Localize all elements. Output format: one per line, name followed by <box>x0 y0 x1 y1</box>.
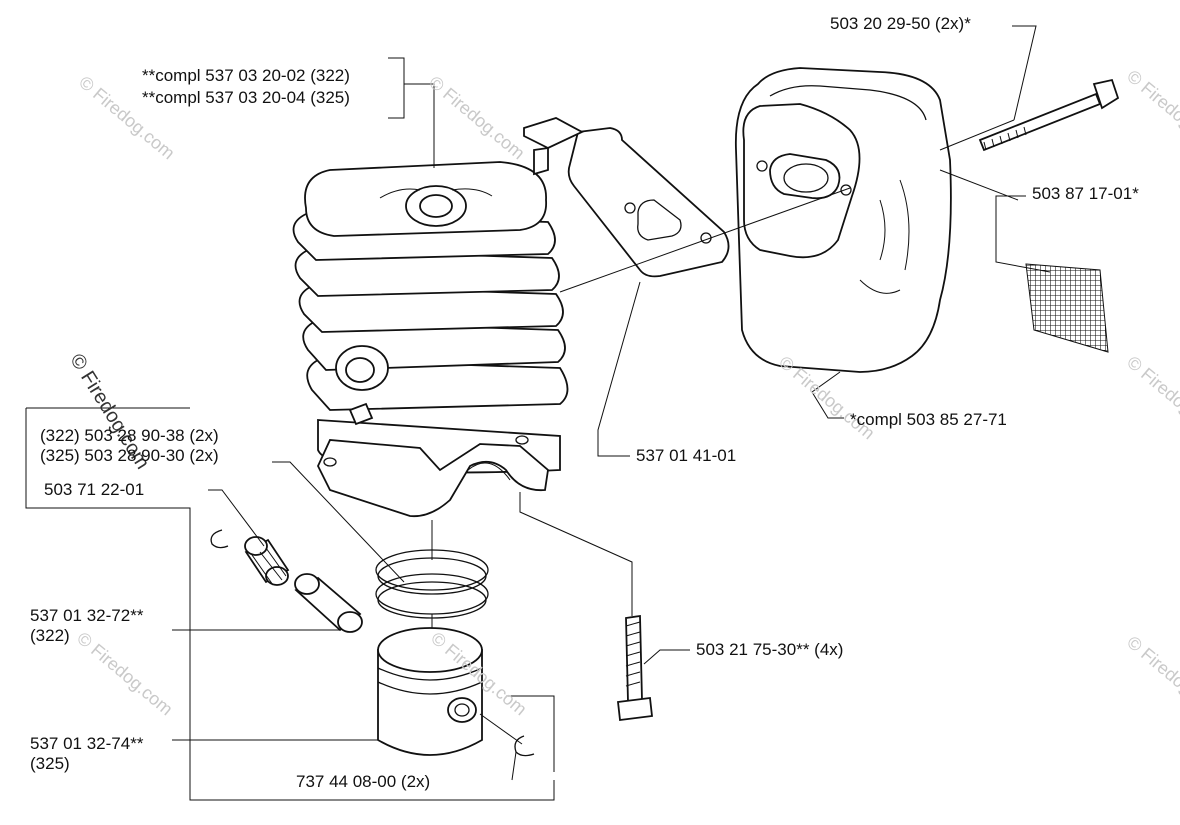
label-piston-322-model: (322) <box>30 626 70 645</box>
label-needle-bearing: 503 71 22-01 <box>44 480 145 499</box>
piston-drawing <box>377 627 483 756</box>
label-gasket-kit-322: (322) 503 28 90-38 (2x) <box>40 426 219 445</box>
muffler-bolt-drawing <box>978 78 1120 152</box>
label-cylinder-322: **compl 537 03 20-02 (322) <box>142 66 350 85</box>
needle-bearing-drawing <box>244 536 290 586</box>
label-spark-screen: 503 87 17-01* <box>1032 184 1139 203</box>
label-gasket: 537 01 41-01 <box>636 446 737 465</box>
piston-pin-drawing <box>294 573 363 633</box>
label-piston-322: 537 01 32-72** <box>30 606 144 625</box>
cylinder-screw-drawing <box>617 614 653 722</box>
label-cylinder-screw: 503 21 75-30** (4x) <box>696 640 844 659</box>
label-cylinder-325: **compl 537 03 20-04 (325) <box>142 88 350 107</box>
piston-rings-drawing <box>375 549 489 619</box>
label-piston-325: 537 01 32-74** <box>30 734 144 753</box>
gasket-drawing <box>523 117 730 278</box>
label-circlip: 737 44 08-00 (2x) <box>296 772 431 791</box>
spark-screen-drawing <box>1025 263 1109 353</box>
cylinder-drawing <box>292 161 569 518</box>
label-gasket-kit-325: (325) 503 28 90-30 (2x) <box>40 446 219 465</box>
label-muffler-bolt: 503 20 29-50 (2x)* <box>830 14 971 33</box>
label-piston-325-model: (325) <box>30 754 70 773</box>
leader-lines <box>25 25 1051 801</box>
label-muffler: *compl 503 85 27-71 <box>850 410 1007 429</box>
muffler-drawing <box>734 67 952 373</box>
